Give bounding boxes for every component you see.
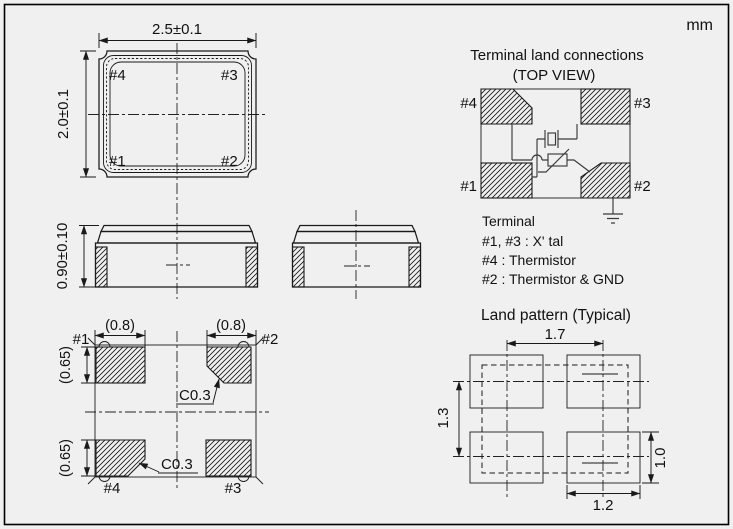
side-front-pad-right (245, 246, 259, 288)
package-seam-ring (106, 58, 249, 170)
package-outline (98, 50, 257, 178)
land-pattern: Land pattern (Typical) 1.7 1.3 1.0 1.2 (435, 307, 669, 514)
bottom-label-3: #3 (225, 480, 242, 497)
tc-label-3: #3 (634, 95, 651, 112)
land-dim-12-label: 1.2 (593, 497, 614, 514)
bottom-dim-08-right-label: (0.8) (216, 318, 246, 334)
land-pattern-title: Land pattern (Typical) (481, 307, 631, 324)
side-front-lid-top (99, 224, 254, 233)
side-front-lid-flange (96, 230, 257, 244)
tc-pad-2 (580, 162, 631, 199)
units-label: mm (686, 17, 713, 34)
bottom-label-1: #1 (73, 331, 90, 348)
bottom-pad-2 (206, 346, 252, 384)
page-frame (3, 3, 730, 526)
top-view-pad-label-tl: #4 (109, 67, 126, 84)
terminal-legend-thermistor: #4 : Thermistor (482, 252, 576, 268)
land-pad-tr (566, 354, 641, 409)
side-end-pad-left (291, 246, 305, 288)
tc-pad-1 (480, 162, 533, 199)
ground-symbol (603, 198, 623, 224)
bottom-outline (94, 344, 257, 478)
land-pad-tl (469, 354, 544, 409)
bottom-pad-3 (205, 439, 252, 477)
side-view-front: 0.90±0.10 (54, 223, 259, 290)
dim-width-label: 2.5±0.1 (152, 21, 202, 38)
tc-pad-3 (580, 88, 631, 125)
tc-label-4: #4 (460, 95, 477, 112)
side-front-pad-left (94, 246, 108, 288)
top-view-pad-label-bl: #1 (109, 153, 126, 170)
bottom-pad-4 (95, 439, 146, 477)
tc-label-1: #1 (460, 178, 477, 195)
terminal-land-connections: Terminal land connections (TOP VIEW) #4 … (460, 47, 650, 287)
land-pad-br (566, 431, 641, 484)
top-view-pad-label-tr: #3 (221, 67, 238, 84)
side-view-end (291, 210, 422, 299)
side-end-body (291, 242, 422, 288)
tc-outline (480, 88, 631, 199)
terminal-connections-subtitle: (TOP VIEW) (513, 67, 596, 84)
bottom-dim-065-bottom-label: (0.65) (58, 439, 74, 477)
bottom-label-2: #2 (262, 331, 279, 348)
land-dim-13-label: 1.3 (435, 408, 452, 429)
bottom-dim-08-left-label: (0.8) (105, 318, 135, 334)
bottom-dim-065-extensions (81, 346, 96, 477)
package-cavity (109, 61, 246, 167)
package-seal-outer (103, 55, 252, 173)
bottom-pad-1 (95, 346, 146, 384)
chamfer-callout-bottom-label: C0.3 (161, 456, 193, 473)
dim-height-extensions (80, 50, 96, 178)
chamfer-callout-top-label: C0.3 (179, 387, 211, 404)
side-end-pad-right (408, 246, 422, 288)
tc-label-2: #2 (634, 178, 651, 195)
crystal-symbol (532, 124, 578, 178)
land-dim-17-label: 1.7 (545, 326, 566, 343)
package-top-view: #4 #3 #1 #2 2.5±0.1 2.0±0.1 (55, 21, 267, 299)
package-bottom-view: #1 #2 #4 #3 (0.8) (0.8) (0.65) (0.65) C0… (58, 318, 278, 497)
land-dim-10-label: 1.0 (652, 448, 669, 469)
bottom-pad-1-castellation (98, 341, 111, 348)
terminal-legend-title: Terminal (482, 213, 535, 229)
tc-pad-4 (480, 88, 533, 125)
side-dim-label: 0.90±0.10 (54, 223, 71, 290)
top-view-pad-label-br: #2 (221, 153, 238, 170)
chamfer-callout-top-arrow (212, 378, 220, 404)
chamfer-callout-bottom-arrow (138, 462, 160, 473)
land-pad-ticks (582, 373, 618, 464)
bottom-label-4: #4 (104, 480, 121, 497)
terminal-connections-title: Terminal land connections (470, 47, 643, 64)
land-pad-bl (469, 431, 544, 484)
bottom-dim-065-top-label: (0.65) (58, 346, 74, 384)
terminal-legend-gnd: #2 : Thermistor & GND (482, 271, 624, 287)
terminal-legend-xtal: #1, #3 : X' tal (482, 233, 563, 249)
land-footprint-outline (481, 364, 629, 474)
bottom-pad-2-castellation (237, 341, 250, 348)
thermistor-symbol (511, 124, 591, 173)
dim-height-label: 2.0±0.1 (55, 89, 72, 139)
bottom-corner-ticks (87, 337, 264, 485)
